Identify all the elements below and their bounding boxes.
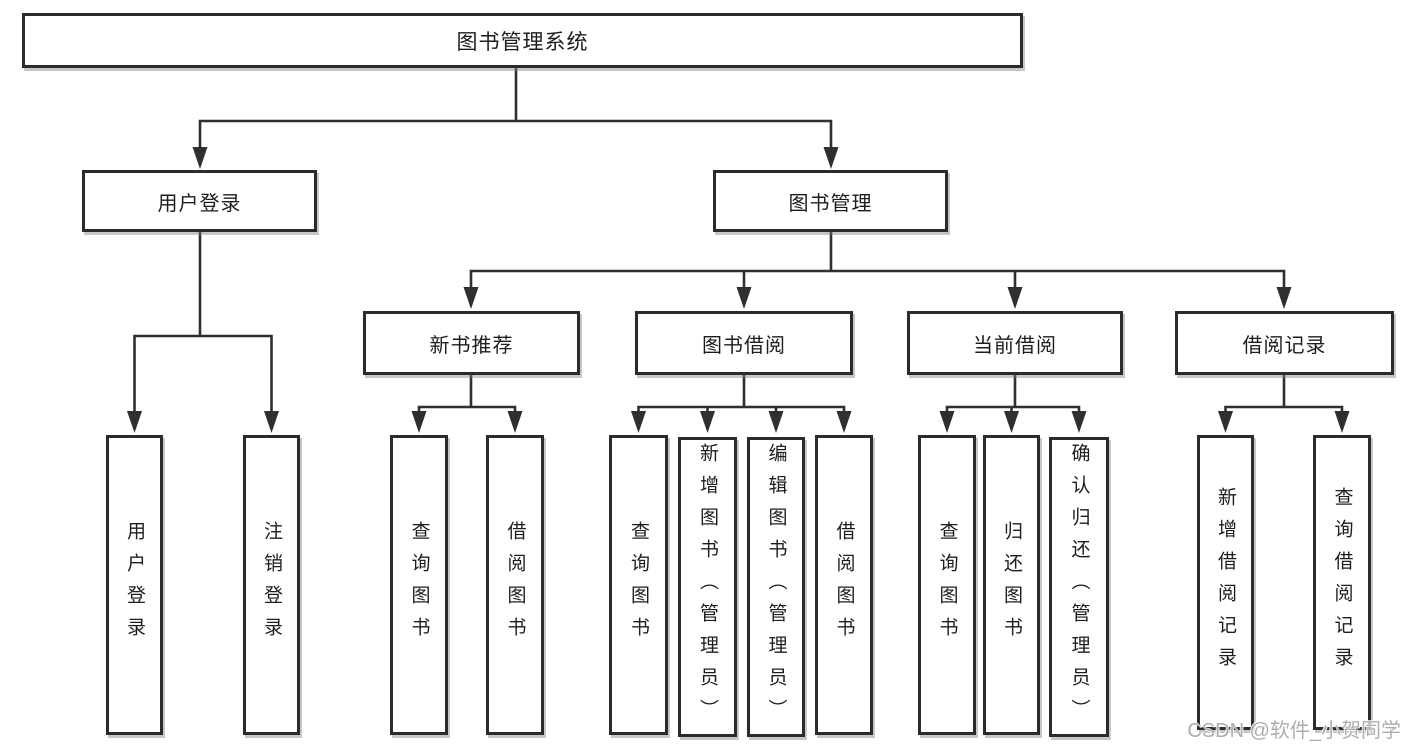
arrowhead-leaf-query-borrow-record xyxy=(1334,411,1350,433)
arrowhead-user-login xyxy=(192,147,208,169)
leaf-add-book-admin: 新增图书（管理员） xyxy=(678,437,737,737)
node-borrow-records-label: 借阅记录 xyxy=(1242,334,1327,357)
leaf-user-login-label: 用户登录 xyxy=(124,521,145,649)
arrowhead-new-book-recommend xyxy=(463,287,479,309)
leaf-logout-label: 注销登录 xyxy=(261,521,282,649)
arrowhead-borrow-records xyxy=(1276,287,1292,309)
leaf-borrow-books-2: 借阅图书 xyxy=(815,435,873,735)
leaf-logout: 注销登录 xyxy=(243,435,300,735)
connector-book-management-branch xyxy=(469,230,1286,293)
node-current-borrow-label: 当前借阅 xyxy=(973,334,1057,357)
connector-current-borrow-branch xyxy=(945,373,1081,416)
arrowhead-leaf-borrow-books-1 xyxy=(507,411,523,433)
leaf-return-books-label: 归还图书 xyxy=(1001,521,1022,649)
connector-user-login-branch xyxy=(133,230,273,416)
leaf-query-books-1-label: 查询图书 xyxy=(408,521,430,649)
leaf-query-books-1: 查询图书 xyxy=(390,435,448,735)
arrowhead-leaf-query-books-2 xyxy=(631,411,646,433)
arrowhead-leaf-logout xyxy=(264,411,279,433)
arrowhead-leaf-edit-book xyxy=(768,411,784,433)
node-book-management-label: 图书管理 xyxy=(788,192,873,215)
leaf-edit-book-admin: 编辑图书（管理员） xyxy=(747,437,805,737)
leaf-query-books-2: 查询图书 xyxy=(609,435,668,735)
watermark: CSDN @软件_小贺同学 xyxy=(1187,720,1401,742)
arrowhead-current-borrow xyxy=(1007,287,1023,309)
leaf-confirm-return-admin-label: 确认归还（管理员） xyxy=(1068,443,1090,731)
node-user-login-label: 用户登录 xyxy=(157,192,242,215)
node-borrow-records: 借阅记录 xyxy=(1175,311,1394,375)
leaf-add-book-admin-label: 新增图书（管理员） xyxy=(697,443,718,731)
node-book-borrow-label: 图书借阅 xyxy=(702,334,786,357)
leaf-add-borrow-record-label: 新增借阅记录 xyxy=(1215,486,1236,679)
leaf-confirm-return-admin: 确认归还（管理员） xyxy=(1049,437,1109,737)
arrowhead-leaf-confirm-return xyxy=(1071,411,1087,433)
node-book-management: 图书管理 xyxy=(713,170,948,232)
leaf-query-borrow-record: 查询借阅记录 xyxy=(1313,435,1371,730)
node-new-book-recommend-label: 新书推荐 xyxy=(429,334,514,357)
arrowhead-leaf-query-books-1 xyxy=(411,411,427,433)
leaf-return-books: 归还图书 xyxy=(983,435,1040,735)
leaf-add-borrow-record: 新增借阅记录 xyxy=(1197,435,1254,730)
node-user-login: 用户登录 xyxy=(82,170,317,232)
connector-root-branch xyxy=(198,66,833,154)
arrowhead-book-borrow xyxy=(736,287,752,309)
leaf-query-borrow-record-label: 查询借阅记录 xyxy=(1331,486,1353,679)
node-new-book-recommend: 新书推荐 xyxy=(363,311,580,375)
connector-new-book-recommend-branch xyxy=(417,373,517,416)
leaf-borrow-books-2-label: 借阅图书 xyxy=(833,521,855,649)
leaf-query-books-3: 查询图书 xyxy=(918,435,976,735)
leaf-query-books-2-label: 查询图书 xyxy=(628,521,649,649)
connector-borrow-records-branch xyxy=(1224,373,1344,416)
leaf-borrow-books-1-label: 借阅图书 xyxy=(504,521,526,649)
arrowhead-leaf-user-login xyxy=(127,411,142,433)
node-book-borrow: 图书借阅 xyxy=(635,311,853,375)
leaf-query-books-3-label: 查询图书 xyxy=(936,521,958,649)
arrowhead-leaf-add-borrow-record xyxy=(1218,411,1233,433)
node-root: 图书管理系统 xyxy=(22,13,1023,68)
arrowhead-leaf-add-book xyxy=(700,411,715,433)
leaf-borrow-books-1: 借阅图书 xyxy=(486,435,544,735)
connector-book-borrow-branch xyxy=(637,373,846,416)
arrowhead-leaf-borrow-books-2 xyxy=(836,411,852,433)
leaf-user-login: 用户登录 xyxy=(106,435,163,735)
node-root-label: 图书管理系统 xyxy=(456,30,589,54)
arrowhead-book-management xyxy=(823,147,839,169)
leaf-edit-book-admin-label: 编辑图书（管理员） xyxy=(765,443,787,731)
arrowhead-leaf-query-books-3 xyxy=(939,411,955,433)
node-current-borrow: 当前借阅 xyxy=(907,311,1123,375)
arrowhead-leaf-return-books xyxy=(1004,411,1019,433)
